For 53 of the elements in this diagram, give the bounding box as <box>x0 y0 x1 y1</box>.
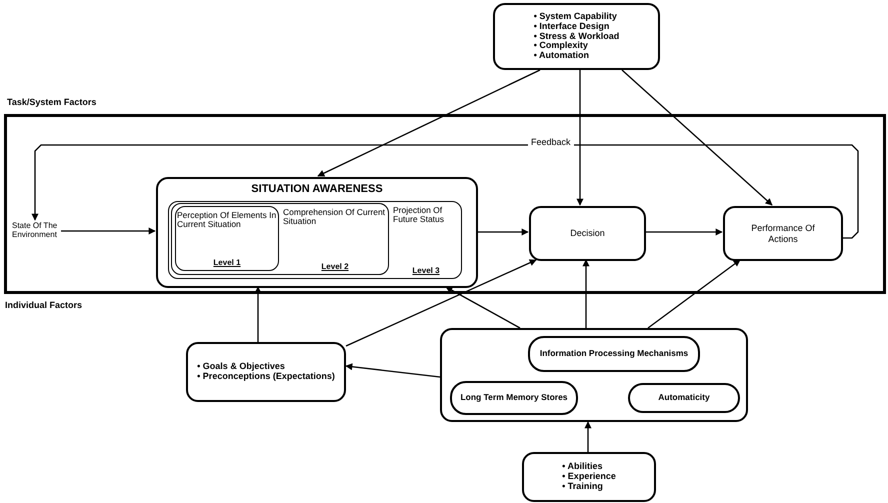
list-item: • Experience <box>562 472 616 482</box>
list-item: • Interface Design <box>534 22 610 31</box>
box-text: Information Processing Mechanisms <box>538 349 690 359</box>
mechanism-box <box>528 336 700 372</box>
arrow <box>477 228 529 236</box>
section-heading: Individual Factors <box>5 300 82 310</box>
level-description: Comprehension Of Current Situation <box>283 208 386 227</box>
arrow <box>622 70 773 206</box>
arrow <box>445 286 520 329</box>
level-description: Projection Of Future Status <box>393 206 446 225</box>
process-box <box>723 206 843 261</box>
arrow <box>645 228 723 236</box>
list-item: • Goals & Objectives <box>197 362 286 372</box>
list-item: • System Capability <box>534 12 618 22</box>
level-label: Level 1 <box>212 258 242 267</box>
level-box <box>175 206 279 271</box>
box-text: Automaticity <box>657 393 711 403</box>
arrow <box>576 70 584 206</box>
individual-factors-box <box>440 328 748 422</box>
level-box <box>168 201 462 279</box>
mechanism-box <box>450 381 578 415</box>
list-item: • Automation <box>534 51 590 62</box>
list-item: • Training <box>562 482 603 492</box>
environment-text: State Of The Environment <box>12 221 58 240</box>
arrow <box>32 144 859 239</box>
list-item: • Stress & Workload <box>534 32 620 42</box>
box-text: Long Term Memory Stores <box>459 393 569 403</box>
edge-label: Feedback <box>528 137 574 147</box>
level-description: Perception Of Elements In Current Situation <box>177 211 277 230</box>
arrow <box>346 259 537 347</box>
box-title: SITUATION AWARENESS <box>250 183 384 195</box>
arrow <box>317 69 540 177</box>
process-box <box>529 206 646 261</box>
mechanism-box <box>628 383 740 413</box>
level-label: Level 3 <box>411 266 441 275</box>
arrow <box>582 259 590 328</box>
arrow <box>254 286 262 342</box>
list-item: • Abilities <box>562 462 604 472</box>
section-heading: Task/System Factors <box>7 97 96 107</box>
situation-awareness-box <box>156 177 478 288</box>
factor-list-box <box>186 342 346 402</box>
arrow <box>345 363 440 378</box>
arrow <box>584 421 592 452</box>
factor-list-box <box>522 452 656 502</box>
list-item: • Preconceptions (Expectations) <box>197 372 335 382</box>
level-label: Level 2 <box>320 262 350 271</box>
arrow <box>61 228 156 234</box>
factor-list-box <box>493 3 660 70</box>
box-text: Decision <box>569 228 606 239</box>
level-box <box>171 203 389 275</box>
box-text: Performance Of Actions <box>750 223 816 244</box>
arrow <box>648 259 741 329</box>
list-item: • Complexity <box>534 41 589 52</box>
